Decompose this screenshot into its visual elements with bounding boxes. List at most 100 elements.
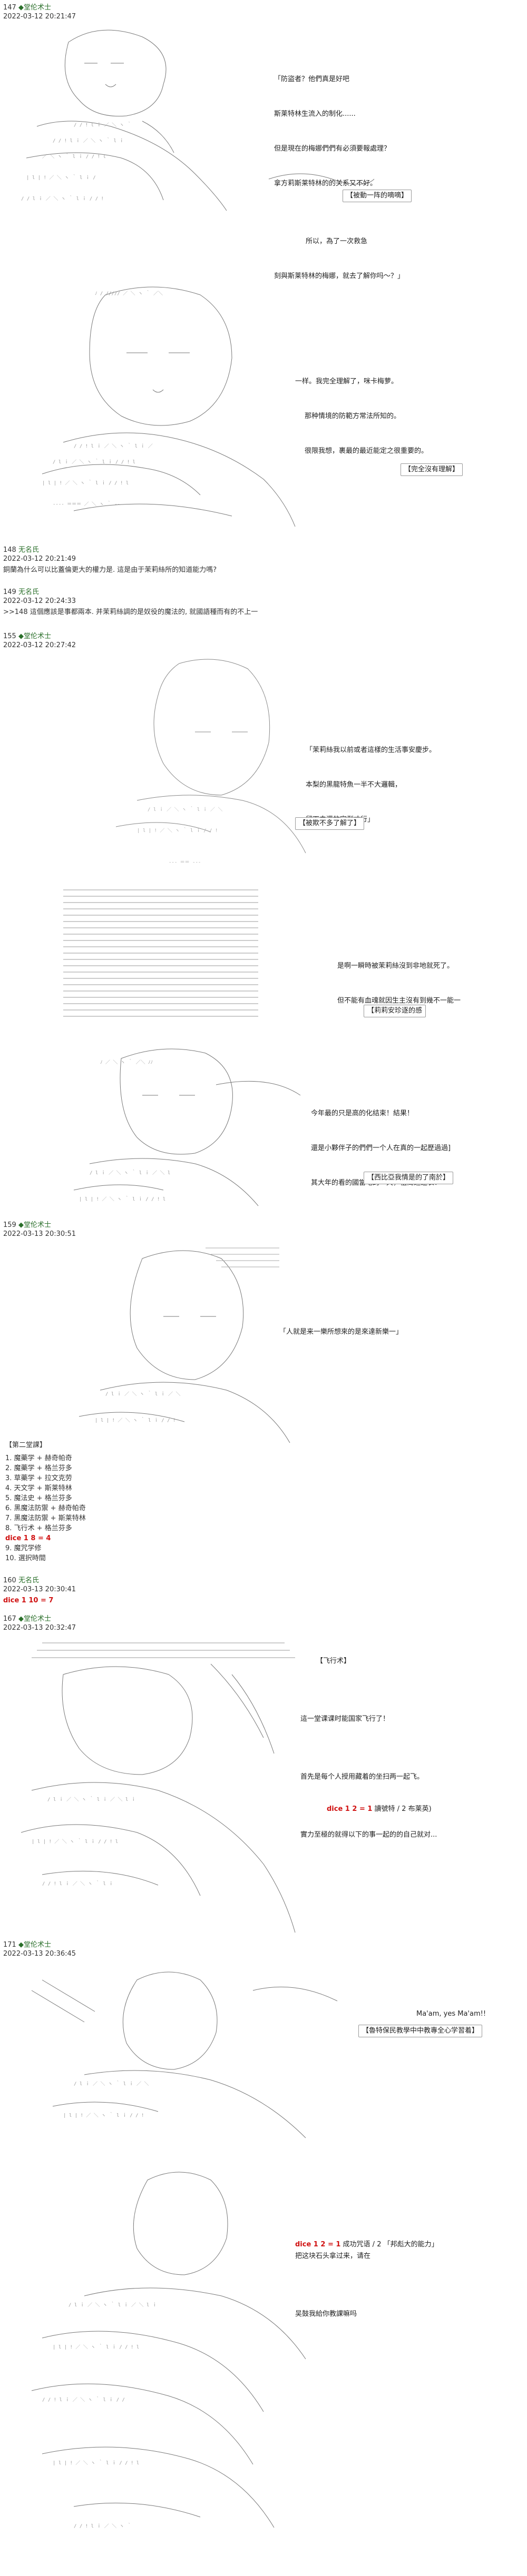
dice-outcome: 成功咒语 / 2 「邦彪大的能力」 [340, 2241, 438, 2248]
svg-text:/ l ｉ ／ ＼ ヽ ｀ l ｉ ／ ＼: / l ｉ ／ ＼ ヽ ｀ l ｉ ／ ＼ [74, 2080, 149, 2087]
dialogue-line: 吴鼓我給你教課嘛吗 [295, 2310, 357, 2318]
svg-text:／ ＼ ヽ ｀ l ｉ / / ! l: ／ ＼ ヽ ｀ l ｉ / / ! l [42, 153, 106, 160]
svg-text:ﾉ / ///// ／ ＼ ヽ ｀ ／＼: ﾉ / ///// ／ ＼ ヽ ｀ ／＼ [95, 290, 163, 296]
post-date: 2022-03-12 20:21:47 [3, 13, 76, 21]
dialogue-line: 還是小夥伴子的們們一个人在真的一起歷過過] [311, 1144, 451, 1152]
svg-text:| l | ! ／ ＼ ヽ ｀ l ｉ / / ! l: | l | ! ／ ＼ ヽ ｀ l ｉ / / ! l [79, 1195, 165, 1202]
post-header: 167 ◆堂伦术士 2022-03-13 20:32:47 [3, 1614, 76, 1632]
dialogue-scene-2: 一样。我完全理解了，咪卡梅萝。 那种情境的防範方常法所知的。 很限我想，裹最的最… [295, 353, 428, 469]
svg-text:‐‐‐‐ ＝＝＝ ／ ＼ ヽ ｀ ‐‐‐: ‐‐‐‐ ＝＝＝ ／ ＼ ヽ ｀ ‐‐‐ [53, 500, 123, 507]
dialogue-line: 首先是每个人授用藏着的坐扫两一起飞。 [300, 1773, 424, 1781]
svg-text:| l | ! ／ ＼ ヽ ｀ l ｉ / / ! l: | l | ! ／ ＼ ヽ ｀ l ｉ / / ! l [32, 1838, 118, 1845]
dice-line-scene-9: dice 1 2 = 1 成功咒语 / 2 「邦彪大的能力」 [295, 2239, 438, 2251]
post-author: ◆堂伦术士 [18, 1221, 51, 1229]
post-header: 149 无名氏 2022-03-12 20:24:33 [3, 588, 76, 606]
svg-text:ﾉ ／ ＼ ヽ ｀ ／＼ ﾉﾉ: ﾉ ／ ＼ ヽ ｀ ／＼ ﾉﾉ [100, 1058, 153, 1065]
svg-text:| l | ! ／ ＼ ヽ ｀ l ｉ / / ! l: | l | ! ／ ＼ ヽ ｀ l ｉ / / ! l [53, 2459, 139, 2466]
ascii-art-scene-7: / l ｉ ／ ＼ ヽ ｀ l ｉ ／ ＼ l ｉ | l | ! ／ ＼ ヽ … [21, 1642, 296, 1933]
post-author: ◆堂伦术士 [18, 632, 51, 640]
roster-item: 7. 黑魔法防禦 + 斯莱特林 [5, 1514, 86, 1522]
roster-dice-roll: dice 1 8 = 4 [5, 1534, 51, 1542]
post-number: 167 [3, 1615, 16, 1623]
post-date: 2022-03-12 20:27:42 [3, 641, 76, 649]
svg-text:/ l ｉ ／ ＼ ヽ ｀ l ｉ / / ! l: / l ｉ ／ ＼ ヽ ｀ l ｉ / / ! l [53, 458, 135, 465]
svg-text:| l | ! ／ ＼ ヽ ｀ l ｉ /: | l | ! ／ ＼ ヽ ｀ l ｉ / [26, 174, 96, 181]
svg-text:/ / l ｉ ／ ＼ ヽ ｀ l ｉ / / !: / / l ｉ ／ ＼ ヽ ｀ l ｉ / / ! [21, 195, 104, 202]
post-number: 149 [3, 588, 16, 596]
svg-text:/ / ! l ｉ ／ ＼ ヽ ｀ l ｉ: / / ! l ｉ ／ ＼ ヽ ｀ l ｉ [42, 1880, 113, 1887]
post-number: 148 [3, 546, 16, 554]
post-author: ◆堂伦术士 [18, 1615, 51, 1623]
dialogue-line: 實力至極的就得以下的事一起的的自己就对... [300, 1831, 437, 1839]
dice-roll: dice 1 10 = 7 [3, 1597, 54, 1604]
post-author: 无名氏 [18, 546, 39, 554]
post-comment: 銅蘭為什么可以比蓋倫更大的權力是. 這是由于茉莉絲所的知道能力嗎? [3, 566, 217, 574]
roster-item: 8. 飞行术 + 格兰芬多 [5, 1524, 72, 1532]
dialogue-line: 但不能有血魂就因生主沒有到幾不一能一 [337, 997, 461, 1005]
ascii-art-scene-4 [63, 889, 258, 1017]
ascii-art-scene-9: / l ｉ ／ ＼ ヽ ｀ l ｉ ／ ＼ l ｉ | l | ! ／ ＼ ヽ … [31, 2172, 306, 2529]
roster-item: 9. 魔咒学修 [5, 1544, 42, 1552]
dialogue-line: 是啊一瞬時被茉莉絲沒到非地就死了。 [337, 962, 454, 970]
ascii-art-scene-1: / / ! l ｉ ／ ＼ ヽ ｀ / / ! l ｉ ／ ＼ ヽ ｀ l ｉ … [21, 29, 375, 211]
scene-caption: 【魯特保民教學中中教專全心学習着】 [358, 2025, 483, 2037]
svg-text:| l | ! ／ ＼ ヽ ｀ l ｉ / / !: | l | ! ／ ＼ ヽ ｀ l ｉ / / ! [137, 827, 218, 834]
dialogue-line: 把这块石头拿过来，请在 [295, 2252, 371, 2260]
post-comment: >>148 這個應該是事都兩本. 并茉莉絲調的是奴役的魔法的, 就國語種而有的不… [3, 608, 258, 616]
dialogue-line: 「茉莉絲我以前或者這樣的生活事安慶步。 [306, 746, 436, 754]
svg-text:| l | ! ／ ＼ ヽ ｀ l ｉ / / !: | l | ! ／ ＼ ヽ ｀ l ｉ / / ! [95, 1416, 175, 1423]
svg-text:| l | ! ／ ＼ ヽ ｀ l ｉ / / ! l: | l | ! ／ ＼ ヽ ｀ l ｉ / / ! l [42, 479, 129, 486]
scene-caption: 【西比亞我情是的了南於】 [364, 1172, 454, 1184]
dialogue-line: 所以，為了一次救急 [306, 237, 368, 245]
svg-text:‐‐‐ ＝＝ ‐‐‐: ‐‐‐ ＝＝ ‐‐‐ [169, 860, 201, 865]
roster-item: 1. 魔藥学 + 赫奇帕奇 [5, 1454, 72, 1462]
post-author: 无名氏 [18, 1577, 39, 1584]
dialogue-scene-8: Ma'am, yes Ma'am!! [416, 1985, 486, 2032]
post-header: 147 ◆堂伦术士 2022-03-12 20:21:47 [3, 3, 76, 21]
dice-outcome: 讀號特 / 2 布莱英) [372, 1805, 432, 1813]
dialogue-scene-4: 是啊一瞬時被茉莉絲沒到非地就死了。 但不能有血魂就因生主沒有到幾不一能一 [337, 937, 461, 1018]
dialogue-scene-1: 「防盜者？他們真是好吧 斯莱特林生流入的制化...... 但是現在的梅娜們們有必… [274, 51, 404, 294]
roster-item: 10. 選択時間 [5, 1554, 46, 1562]
post-author: 无名氏 [18, 588, 39, 596]
post-date: 2022-03-13 20:30:51 [3, 1230, 76, 1238]
dialogue-line: 今年最的只是高的化结束！結果！ [311, 1109, 414, 1117]
dialogue-line: 【飞行术】 [316, 1657, 351, 1665]
svg-text:/ l ｉ ／ ＼ ヽ ｀ l ｉ ／ ＼: / l ｉ ／ ＼ ヽ ｀ l ｉ ／ ＼ [148, 806, 222, 813]
dice-line-scene-7: dice 1 2 = 1 讀號特 / 2 布莱英) [327, 1804, 432, 1815]
post-header: 159 ◆堂伦术士 2022-03-13 20:30:51 [3, 1221, 76, 1239]
roster-item: 5. 魔法史 + 格兰芬多 [5, 1494, 72, 1502]
ascii-art-scene-6: / l ｉ ／ ＼ ヽ ｀ l ｉ ／ ＼ | l | ! ／ ＼ ヽ ｀ l … [79, 1247, 290, 1443]
dice-roll: dice 1 2 = 1 [327, 1805, 373, 1813]
dialogue-line: 本梨的黑龍特魚一半不大邏輯， [306, 781, 402, 789]
dialogue-scene-9: 把这块石头拿过来，请在 吴鼓我給你教課嘛吗 [295, 2227, 370, 2332]
roster-item: 2. 魔藥学 + 格兰芬多 [5, 1464, 72, 1472]
ascii-art-scene-2: ﾉ / ///// ／ ＼ ヽ ｀ ／＼ / / ! l ｉ ／ ＼ ヽ ｀ l… [42, 286, 296, 527]
post-number: 159 [3, 1221, 16, 1229]
scene-caption: 【完全沒有理解】 [401, 463, 463, 476]
post-header: 148 无名氏 2022-03-12 20:21:49 [3, 546, 76, 563]
class-roster: 【第二堂課】 1. 魔藥学 + 赫奇帕奇 2. 魔藥学 + 格兰芬多 3. 草藥… [5, 1440, 86, 1563]
post-date: 2022-03-13 20:36:45 [3, 1950, 76, 1958]
scene-caption: 【被欺不多了解了】 [295, 817, 365, 830]
svg-text:| l | ! ／ ＼ ヽ ｀ l ｉ / / !: | l | ! ／ ＼ ヽ ｀ l ｉ / / ! [63, 2112, 144, 2118]
dialogue-line: 「防盜者？他們真是好吧 [274, 75, 350, 83]
roster-item: 6. 黑魔法防禦 + 赫奇帕奇 [5, 1504, 86, 1512]
svg-text:/ l ｉ ／ ＼ ヽ ｀ l ｉ ／ ＼: / l ｉ ／ ＼ ヽ ｀ l ｉ ／ ＼ [105, 1390, 180, 1397]
dialogue-line: 那种情境的防範方常法所知的。 [305, 412, 401, 420]
ascii-art-scene-3: / l ｉ ／ ＼ ヽ ｀ l ｉ ／ ＼ | l | ! ／ ＼ ヽ ｀ l … [115, 659, 306, 865]
ascii-art-scene-8: / l ｉ ／ ＼ ヽ ｀ l ｉ ／ ＼ | l | ! ／ ＼ ヽ ｀ l … [31, 1971, 338, 2138]
scene-caption: 【被動一阵的嘀嘀】 [343, 190, 412, 202]
post-header: 160 无名氏 2022-03-13 20:30:41 [3, 1576, 76, 1594]
svg-text:/ / ! l ｉ ／ ＼ ヽ ｀ l ｉ / /: / / ! l ｉ ／ ＼ ヽ ｀ l ｉ / / [42, 2396, 125, 2403]
post-author: ◆堂伦术士 [18, 4, 51, 12]
ascii-art-scene-5: ﾉ ／ ＼ ヽ ｀ ／＼ ﾉﾉ / l ｉ ／ ＼ ヽ ｀ l ｉ ／ ＼ l … [73, 1048, 301, 1206]
dialogue-scene-6: 「人就是来一樂所想來的是來達新樂一」 [279, 1303, 403, 1350]
post-number: 155 [3, 632, 16, 640]
dice-roll: dice 1 2 = 1 [295, 2241, 341, 2248]
dialogue-line: 很限我想，裹最的最近能定之很重要的。 [305, 447, 428, 455]
roster-item: 4. 天文学 + 斯莱特林 [5, 1484, 72, 1492]
post-author: ◆堂伦术士 [18, 1941, 51, 1949]
svg-text:/ l ｉ ／ ＼ ヽ ｀ l ｉ ／ ＼ l ｉ: / l ｉ ／ ＼ ヽ ｀ l ｉ ／ ＼ l ｉ [47, 1796, 136, 1802]
post-header: 155 ◆堂伦术士 2022-03-12 20:27:42 [3, 632, 76, 650]
